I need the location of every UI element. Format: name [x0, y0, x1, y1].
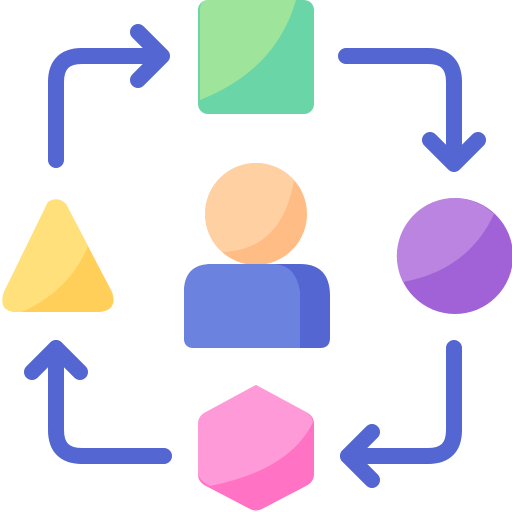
- arrow-bottom-left-head-icon: [24, 340, 88, 380]
- person-icon: [184, 163, 330, 348]
- arrow-top-right-head-icon: [422, 132, 486, 172]
- triangle-shape: [2, 199, 114, 312]
- arrow-bottom-left-icon: [48, 340, 172, 464]
- hexagon-shape: [198, 385, 314, 511]
- arrow-bottom-right-head-icon: [340, 424, 380, 488]
- arrow-top-left-head-icon: [130, 24, 170, 88]
- arrow-top-left-icon: [48, 48, 168, 168]
- arrow-top-right-icon: [338, 48, 462, 168]
- square-shape: [198, 0, 314, 114]
- person-body: [184, 264, 330, 348]
- person-head: [205, 163, 307, 265]
- cycle-arrows: [24, 24, 486, 488]
- arrow-bottom-right-icon: [340, 340, 462, 464]
- circle-shape: [396, 197, 512, 314]
